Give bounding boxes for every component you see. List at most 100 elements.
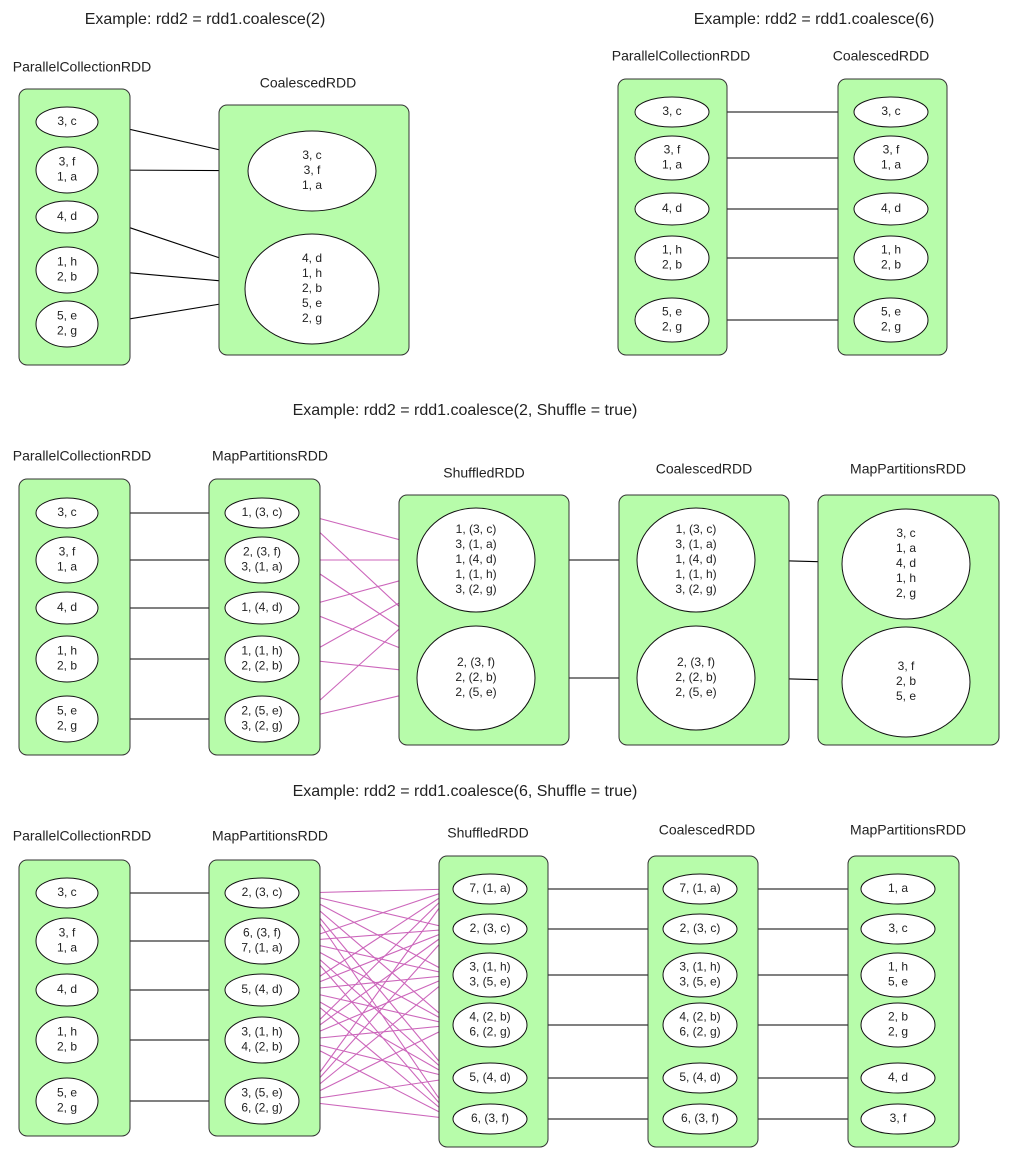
partition: 3, c (35, 106, 99, 138)
record-text: 2, b (57, 1040, 77, 1054)
record-text: 5, e (881, 305, 901, 319)
partition: 1, h5, e (860, 952, 936, 998)
partition: 5, e2, g (35, 695, 99, 743)
record-text: 5, e (888, 975, 908, 989)
partition-ellipse (452, 1002, 528, 1048)
partition-ellipse (35, 591, 99, 625)
record-text: 6, (2, g) (469, 1025, 510, 1039)
record-text: 5, e (57, 704, 77, 718)
record-text: 3, c (896, 526, 915, 540)
record-text: 1, (3, c) (456, 522, 497, 536)
record-text: 4, d (881, 201, 901, 215)
record-text: 3, (5, e) (679, 975, 720, 989)
record-text: 2, (2, b) (455, 670, 496, 684)
rdd-name: CoalescedRDD (656, 461, 752, 477)
shuffle-dependency-arrow (298, 989, 454, 1079)
record-text: 3, (2, g) (241, 719, 282, 733)
record-text: 3, f (898, 659, 915, 673)
partition-ellipse (634, 235, 710, 281)
record-text: 3, c (57, 505, 76, 519)
partition-ellipse (35, 1016, 99, 1064)
rdd-pc: ParallelCollectionRDD 3, c 3, f1, a 4, d 1, … (13, 828, 152, 1137)
partition-ellipse (853, 297, 929, 343)
partition: 6, (3, f) (452, 1103, 528, 1135)
partition: 7, (1, a) (452, 873, 528, 905)
record-text: 1, h (302, 266, 322, 280)
record-text: 1, a (302, 178, 322, 192)
record-text: 5, e (57, 309, 77, 323)
partition: 2, (3, f)2, (2, b)2, (5, e) (416, 625, 536, 731)
record-text: 5, e (302, 296, 322, 310)
rdd-name: MapPartitionsRDD (850, 822, 966, 838)
partition: 3, f1, a (35, 917, 99, 965)
record-text: 3, f (664, 143, 681, 157)
partition-ellipse (860, 1062, 936, 1094)
partition: 1, (1, h)2, (2, b) (224, 635, 300, 683)
shuffle-dependency-arrow (298, 940, 454, 1079)
rdd-name: ParallelCollectionRDD (13, 448, 152, 464)
record-text: 5, (4, d) (679, 1070, 720, 1084)
record-text: 3, (1, a) (675, 537, 716, 551)
example-ex1: Example: rdd2 = rdd1.coalesce(2)Parallel… (13, 11, 410, 366)
record-text: 2, (3, c) (242, 885, 283, 899)
partition-ellipse (224, 917, 300, 965)
record-text: 5, (4, d) (469, 1070, 510, 1084)
partition: 2, (3, f)2, (2, b)2, (5, e) (636, 625, 756, 731)
rdd-name: CoalescedRDD (833, 48, 929, 64)
record-text: 1, a (896, 541, 916, 555)
rdd-name: MapPartitionsRDD (212, 448, 328, 464)
partition: 2, b2, g (860, 1002, 936, 1048)
partition-ellipse (662, 873, 738, 905)
partition-ellipse (634, 135, 710, 181)
rdd-name: CoalescedRDD (659, 822, 755, 838)
partition-ellipse (224, 973, 300, 1007)
partition: 1, h2, b (35, 635, 99, 683)
partition: 1, a (860, 873, 936, 905)
partition-ellipse (634, 96, 710, 128)
partition: 1, (3, c)3, (1, a)1, (4, d)1, (1, h)3, (… (416, 507, 536, 613)
edges-ex2 (709, 108, 855, 324)
record-text: 1, a (888, 881, 908, 895)
shuffle-dependency-arrow (298, 1100, 454, 1122)
shuffle-dependency-arrow (298, 971, 454, 991)
partition: 5, e2, g (853, 297, 929, 343)
partition-ellipse (662, 952, 738, 998)
record-text: 2, (3, f) (243, 545, 281, 559)
partition: 1, (3, c) (224, 497, 300, 529)
record-text: 2, (5, e) (455, 685, 496, 699)
record-text: 1, h (57, 1025, 77, 1039)
partition-ellipse (634, 192, 710, 226)
record-text: 1, h (896, 571, 916, 585)
shuffle-dependency-arrow (298, 989, 454, 1120)
shuffle-dependency-arrow (298, 892, 454, 1079)
record-text: 2, (3, c) (470, 921, 511, 935)
rdd-name: ParallelCollectionRDD (13, 828, 152, 844)
partition-ellipse (841, 626, 971, 738)
record-text: 2, (3, f) (457, 655, 495, 669)
partition: 4, d (634, 192, 710, 226)
partition: 3, f1, a (35, 146, 99, 194)
record-text: 1, (1, h) (455, 567, 496, 581)
partition: 1, h2, b (853, 235, 929, 281)
partition-ellipse (35, 973, 99, 1007)
partition: 2, (3, c) (662, 913, 738, 945)
partition: 3, c (35, 497, 99, 529)
shuffle-dependency-arrow (298, 888, 454, 1041)
rdd-name: MapPartitionsRDD (850, 461, 966, 477)
shuffle-dependency-arrow (298, 1075, 454, 1102)
record-text: 3, c (57, 885, 76, 899)
partition-ellipse (224, 635, 300, 683)
partition: 4, d (35, 973, 99, 1007)
shuffle-dependency-arrow (298, 925, 454, 942)
partition-ellipse (35, 246, 99, 294)
shuffle-dependency-arrow (298, 888, 454, 991)
record-text: 3, (5, e) (241, 1086, 282, 1100)
record-text: 4, d (57, 600, 77, 614)
partition: 7, (1, a) (662, 873, 738, 905)
record-text: 3, f (59, 545, 76, 559)
partition: 4, d (35, 200, 99, 234)
